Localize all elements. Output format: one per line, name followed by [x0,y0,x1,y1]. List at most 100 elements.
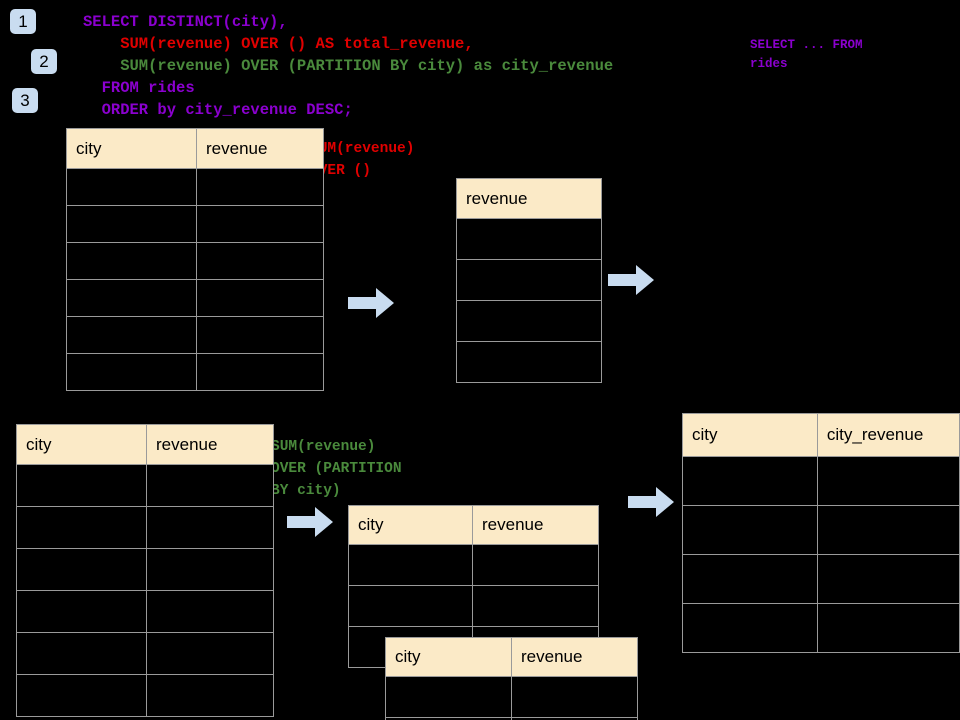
table-body [16,464,274,717]
cell-revenue [146,632,274,675]
step-badge-2[interactable]: 2 [31,49,57,74]
cell-revenue [456,300,602,342]
table-row [66,353,324,391]
arrow-partition-to-result [628,487,674,517]
column-header-revenue: revenue [511,637,638,677]
cell-city-revenue [816,456,960,506]
cell-revenue [146,506,274,549]
table-row [66,242,324,280]
cell-city [682,554,818,604]
arrow-total-revenue-to-result [608,265,654,295]
cell-city [682,456,818,506]
cell-city [16,632,147,675]
table-row [16,548,274,591]
table-header-row: city revenue [66,128,324,169]
cell-city [16,464,147,507]
sql-line-order-by: ORDER by city_revenue DESC; [83,101,353,119]
cell-revenue [146,674,274,717]
cell-city [682,603,818,653]
cell-revenue [511,676,638,718]
cell-city [348,585,473,627]
arrow-rides-to-partition [287,507,333,537]
annotation-select-from-rides: SELECT ... FROM rides [750,38,863,71]
cell-city [66,316,197,354]
column-header-city: city [16,424,147,465]
cell-revenue [456,259,602,301]
step-badge-1[interactable]: 1 [10,9,36,34]
table-row [16,590,274,633]
sql-line-select-distinct: SELECT DISTINCT(city), [83,13,288,31]
table-header-row: city revenue [348,505,599,545]
column-header-revenue: revenue [196,128,324,169]
column-header-city-revenue: city_revenue [816,413,960,457]
cell-city [16,548,147,591]
column-header-city: city [66,128,197,169]
table-row [682,505,960,555]
cell-revenue [146,590,274,633]
cell-revenue [472,585,599,627]
cell-revenue [196,205,324,243]
cell-revenue [196,353,324,391]
cell-city-revenue [816,603,960,653]
sql-line-sum-over-partition: SUM(revenue) OVER (PARTITION BY city) as… [83,57,614,75]
table-body [66,168,324,391]
column-header-city: city [385,637,512,677]
cell-revenue [146,548,274,591]
cell-revenue [456,218,602,260]
sql-line-from-rides: FROM rides [83,79,195,97]
table-row [66,205,324,243]
table-row [682,456,960,506]
cell-city [66,205,197,243]
cell-city [66,353,197,391]
table-row [66,168,324,206]
rides-source-table-partition: city revenue [16,424,274,717]
column-header-city: city [682,413,818,457]
table-body [682,456,960,653]
rides-source-table: city revenue [66,128,324,391]
table-row [682,603,960,653]
cell-city [66,279,197,317]
table-row [456,259,602,301]
partition-group-table-front: city revenue [385,637,638,720]
table-header-row: city revenue [16,424,274,465]
cell-city [66,168,197,206]
cell-revenue [196,316,324,354]
cell-city-revenue [816,554,960,604]
table-row [456,341,602,383]
table-row [456,218,602,260]
table-row [456,300,602,342]
table-body [456,218,602,383]
cell-revenue [472,544,599,586]
table-header-row: city revenue [385,637,638,677]
total-revenue-table: revenue [456,178,602,383]
sql-line-sum-over-empty: SUM(revenue) OVER () AS total_revenue, [83,35,474,53]
cell-revenue [456,341,602,383]
table-row [66,279,324,317]
cell-city-revenue [816,505,960,555]
cell-city [682,505,818,555]
city-revenue-result-table: city city_revenue [682,413,960,653]
cell-revenue [196,168,324,206]
cell-revenue [146,464,274,507]
table-row [385,717,638,720]
column-header-revenue: revenue [472,505,599,545]
table-row [348,585,599,627]
cell-revenue [196,279,324,317]
table-row [348,544,599,586]
column-header-revenue: revenue [146,424,274,465]
cell-city [385,676,512,718]
cell-city [16,590,147,633]
table-body [385,676,638,720]
cell-city [16,506,147,549]
cell-revenue [511,717,638,720]
column-header-revenue: revenue [456,178,602,219]
cell-city [16,674,147,717]
table-row [16,464,274,507]
table-row [66,316,324,354]
table-header-row: revenue [456,178,602,219]
step-badge-3[interactable]: 3 [12,88,38,113]
table-row [385,676,638,718]
column-header-city: city [348,505,473,545]
arrow-rides-to-total-revenue [348,288,394,318]
